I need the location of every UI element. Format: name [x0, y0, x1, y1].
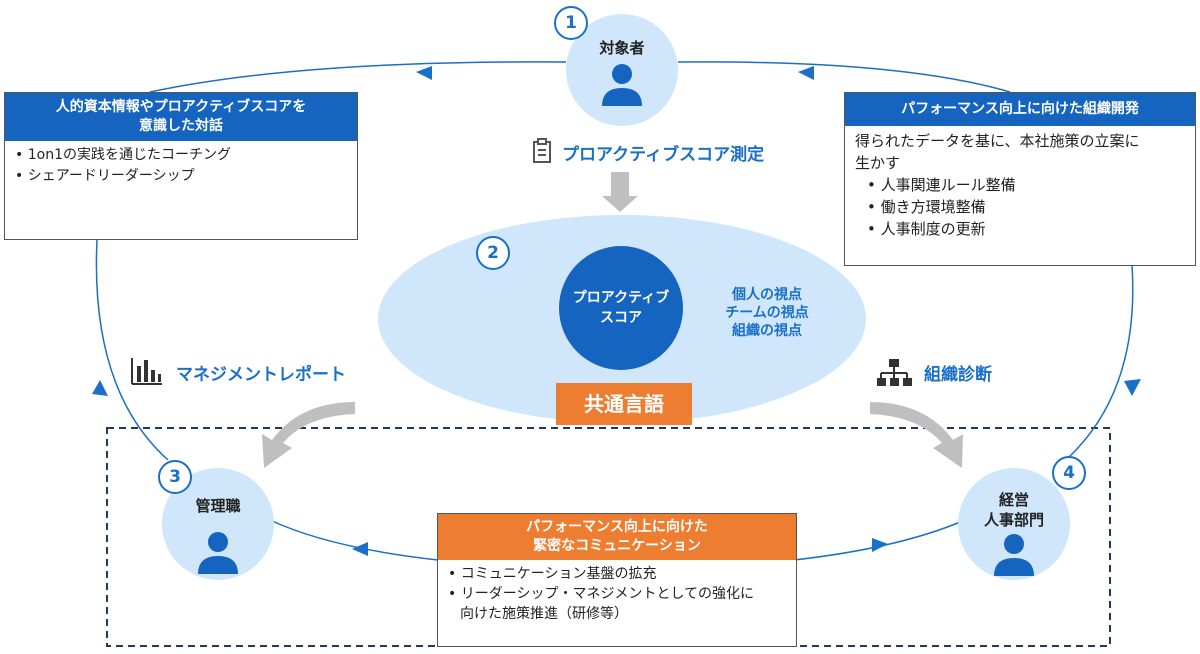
- list-item: 1on1の実践を通じたコーチング: [15, 145, 347, 166]
- arc-bottom-left: [269, 519, 439, 561]
- common-language-badge: 共通言語: [556, 383, 692, 425]
- person-icon: [994, 534, 1034, 576]
- proactive-score-circle: プロアクティブ スコア: [559, 246, 683, 370]
- person-icon: [198, 532, 238, 574]
- step-number-3: 3: [158, 460, 192, 494]
- communication-title-line2: 緊密なコミュニケーション: [533, 538, 701, 554]
- gray-down-arrow: [602, 172, 638, 212]
- org-diagnosis-label: 組織診断: [924, 365, 992, 385]
- arc-target-to-left: [149, 61, 567, 93]
- dialogue-title-line1: 人的資本情報やプロアクティブスコアを: [55, 99, 307, 115]
- arrow-icon: [92, 380, 108, 396]
- communication-box: パフォーマンス向上に向けた 緊密なコミュニケーション • コミュニケーション基盤…: [437, 513, 797, 647]
- target-label: 対象者: [599, 39, 645, 57]
- manager-label: 管理職: [195, 497, 241, 515]
- arc-right-to-target: [677, 61, 1011, 93]
- org-development-title: パフォーマンス向上に向けた組織開発: [845, 93, 1195, 126]
- arrow-icon: [1124, 379, 1141, 396]
- communication-item-1: コミュニケーション基盤の拡充: [460, 566, 657, 582]
- dialogue-title-line2: 意識した対話: [139, 118, 223, 134]
- bar-chart-icon: [131, 358, 162, 385]
- list-item: • リーダーシップ・マネジメントとしての強化に: [448, 586, 755, 602]
- arc-left-side: [95, 239, 169, 461]
- list-item: • コミュニケーション基盤の拡充: [448, 566, 657, 582]
- dialogue-box: 人的資本情報やプロアクティブスコアを 意識した対話 1on1の実践を通じたコーチ…: [4, 92, 358, 240]
- hr-label-line1: 経営: [998, 491, 1029, 509]
- step-number-1: 1: [554, 6, 588, 40]
- arc-right-side: [1067, 264, 1134, 459]
- gray-curve-arrow-right: [870, 402, 963, 468]
- arrow-icon: [798, 66, 814, 80]
- org-development-intro-line1: 得られたデータを基に、本社施策の立案に: [855, 132, 1140, 150]
- dialogue-list: 1on1の実践を通じたコーチング シェアードリーダーシップ: [15, 145, 347, 187]
- list-item: シェアードリーダーシップ: [15, 166, 347, 187]
- list-item: 働き方環境整備: [867, 196, 1185, 218]
- org-chart-icon: [877, 359, 912, 386]
- views-list: 個人の視点 チームの視点 組織の視点: [712, 286, 822, 340]
- org-development-list: 人事関連ルール整備 働き方環境整備 人事制度の更新: [855, 174, 1185, 240]
- arrow-icon: [872, 538, 888, 552]
- management-report-label: マネジメントレポート: [176, 365, 346, 385]
- dialogue-box-title: 人的資本情報やプロアクティブスコアを 意識した対話: [5, 93, 357, 141]
- gray-curve-arrow-left: [262, 402, 355, 468]
- hr-label: 経営 人事部門: [958, 490, 1070, 530]
- proactive-label-line2: スコア: [600, 310, 642, 326]
- arrow-icon: [416, 66, 432, 80]
- list-item: 人事制度の更新: [867, 218, 1185, 240]
- score-measure-label: プロアクティブスコア測定: [562, 145, 765, 165]
- view-organization: 組織の視点: [732, 323, 802, 339]
- view-individual: 個人の視点: [732, 287, 802, 303]
- person-icon: [602, 64, 642, 106]
- step-number-4: 4: [1052, 456, 1086, 490]
- step-number-2: 2: [476, 236, 510, 270]
- arc-bottom-right: [793, 519, 966, 561]
- list-item: 人事関連ルール整備: [867, 174, 1185, 196]
- hr-label-line2: 人事部門: [983, 511, 1044, 529]
- communication-item-2-line1: リーダーシップ・マネジメントとしての強化に: [460, 586, 755, 602]
- communication-title: パフォーマンス向上に向けた 緊密なコミュニケーション: [438, 514, 796, 560]
- view-team: チームの視点: [725, 305, 809, 321]
- proactive-label-line1: プロアクティブ: [572, 290, 670, 306]
- clipboard-icon: [533, 138, 551, 163]
- communication-item-2-line2: 向けた施策推進（研修等）: [460, 606, 628, 622]
- arrow-icon: [352, 542, 368, 556]
- communication-title-line1: パフォーマンス向上に向けた: [526, 519, 708, 535]
- org-development-intro-line2: 生かす: [855, 154, 901, 172]
- org-development-box: パフォーマンス向上に向けた組織開発 得られたデータを基に、本社施策の立案に 生か…: [844, 92, 1196, 266]
